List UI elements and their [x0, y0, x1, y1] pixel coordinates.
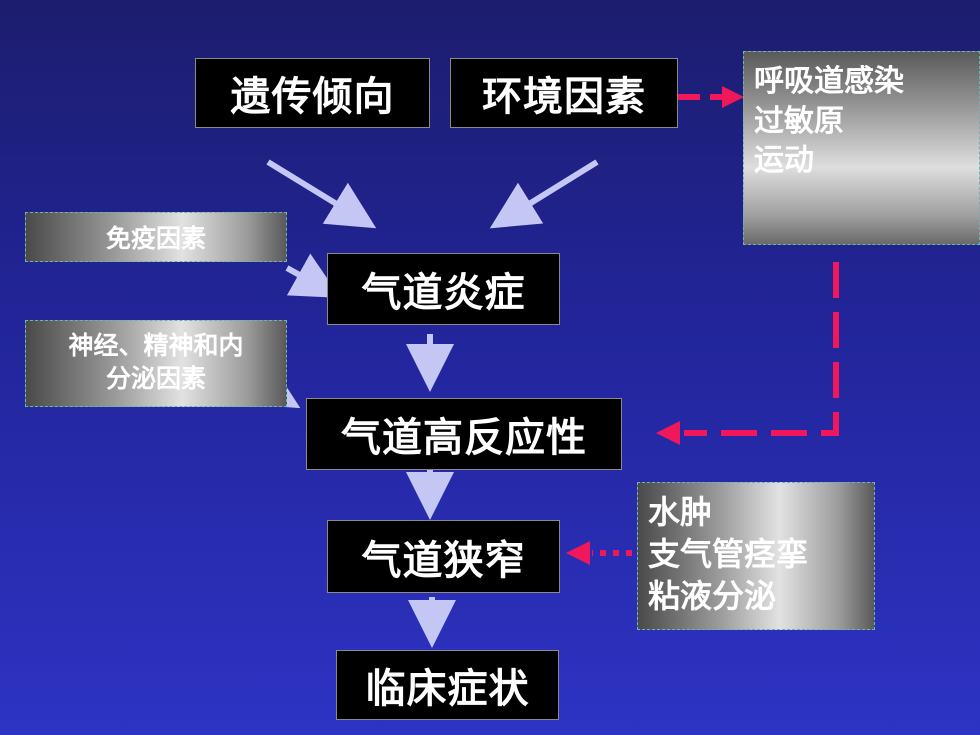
mechanism-mucus-secretion: 粘液分泌 — [648, 577, 777, 616]
symptoms-label: 临床症状 — [365, 666, 530, 712]
environment-box: 环境因素 — [450, 58, 678, 128]
trigger-respiratory-infection: 呼吸道感染 — [754, 64, 904, 99]
hyperreactivity-label: 气道高反应性 — [341, 415, 587, 461]
immune-label: 免疫因素 — [105, 224, 206, 253]
mechanisms-box: 水肿 支气管痉挛 粘液分泌 — [637, 482, 875, 630]
dashed-arrow-head-triggers — [722, 86, 744, 108]
immune-box: 免疫因素 — [25, 212, 287, 262]
arrow-immune-to-inflammation — [285, 253, 341, 298]
arrow-environment-to-inflammation — [489, 159, 599, 229]
neuro-label-line2: 分泌因素 — [105, 364, 206, 393]
mechanism-bronchospasm: 支气管痉挛 — [648, 535, 809, 574]
trigger-exercise: 运动 — [754, 143, 814, 179]
heredity-box: 遗传倾向 — [195, 58, 430, 128]
triggers-box: 呼吸道感染 过敏原 运动 — [743, 51, 980, 245]
neuro-label-line1: 神经、精神和内 — [68, 331, 244, 360]
environment-label: 环境因素 — [482, 74, 646, 120]
hyperreactivity-box: 气道高反应性 — [306, 398, 622, 470]
dashed-arrow-head-hyperreactivity — [656, 421, 680, 445]
neuro-box: 神经、精神和内 分泌因素 — [25, 320, 287, 407]
dotted-arrow-head-narrowing — [566, 541, 590, 565]
narrowing-box: 气道狭窄 — [327, 520, 560, 593]
mechanism-edema: 水肿 — [648, 493, 713, 531]
dashed-arrow-triggers-to-hyperreactivity — [684, 262, 839, 436]
symptoms-box: 临床症状 — [336, 650, 559, 720]
arrow-heredity-to-inflammation — [266, 159, 377, 229]
narrowing-label: 气道狭窄 — [361, 537, 526, 584]
heredity-label: 遗传倾向 — [230, 74, 395, 120]
trigger-allergen: 过敏原 — [754, 103, 844, 139]
inflammation-label: 气道炎症 — [361, 270, 526, 316]
inflammation-box: 气道炎症 — [327, 253, 560, 325]
